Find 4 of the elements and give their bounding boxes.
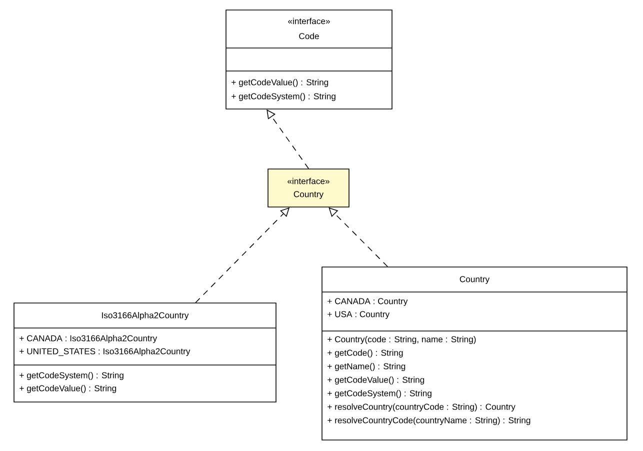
class-box: Iso3166Alpha2Country + CANADA : Iso3166Alpha2Country + UNITED_STATES : Iso3166Alpha2Country + getCodeSystem() : String + getCodeValue() : String: [14, 302, 276, 402]
class-box: «interface» Country: [268, 168, 350, 208]
class-box: Country + CANADA : Country + USA : Country + Country(code : String, name : String) + getCode() : String + getName() : String + getCodeValue() : String + getCodeSystem() : String + resolveCountry(countryCode : String) : Country + resolveCountryCode(countryName : String) : String: [322, 266, 628, 440]
class-box: «interface» Code + getCodeValue() : String + getCodeSystem() : String: [226, 10, 392, 110]
